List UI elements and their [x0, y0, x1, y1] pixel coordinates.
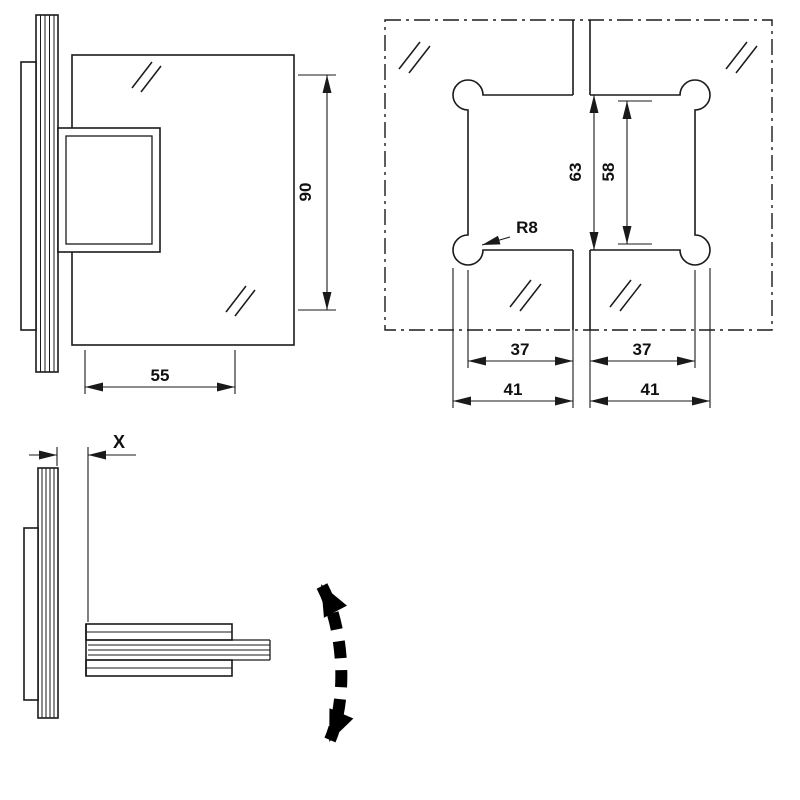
glass-symbol	[131, 61, 162, 93]
glass-symbol	[225, 285, 256, 317]
side-view: 90 55	[20, 14, 336, 394]
dim-55-label: 55	[151, 366, 170, 385]
hinge-clamp-body	[57, 127, 161, 253]
cover-plate	[20, 61, 37, 331]
top-view-90deg: X	[23, 432, 354, 743]
dim-41-left-label: 41	[504, 380, 523, 399]
cover-plate	[23, 527, 39, 701]
dim-37-right-label: 37	[633, 340, 652, 359]
glass-gap-lines	[572, 20, 591, 330]
dimension-41-right: 41	[590, 380, 710, 406]
fixed-glass-edge	[35, 14, 59, 373]
radius-label: R8	[516, 218, 538, 237]
dimension-90: 90	[296, 74, 336, 311]
dimension-55: 55	[84, 350, 236, 394]
dimension-63: 63	[566, 95, 599, 250]
glass-symbol	[509, 279, 542, 312]
radius-callout: R8	[481, 218, 538, 246]
dim-x-label: X	[113, 432, 125, 452]
dim-37-left-label: 37	[511, 340, 530, 359]
glass-symbol	[398, 41, 431, 74]
dimension-58: 58	[599, 100, 652, 245]
dimension-41-left: 41	[453, 380, 573, 406]
dim-90-label: 90	[296, 183, 315, 202]
swing-direction-arrow	[316, 583, 354, 743]
fixed-glass-edge	[37, 467, 59, 719]
glass-symbol	[609, 279, 642, 312]
extension-lines	[452, 268, 711, 408]
dim-41-right-label: 41	[641, 380, 660, 399]
dim-58-label: 58	[599, 163, 618, 182]
dimension-37-left: 37	[468, 340, 573, 366]
cutout-left-panel	[452, 79, 573, 266]
door-clamp-assembly	[85, 623, 271, 677]
dimension-37-right: 37	[590, 340, 695, 366]
dimension-x: X	[29, 432, 136, 622]
glass-boundary	[384, 19, 773, 331]
cutout-right-panel	[590, 79, 711, 266]
dim-63-label: 63	[566, 163, 585, 182]
front-view: 63 58 R8 37 37	[384, 19, 773, 408]
door-glass-edge	[88, 639, 271, 661]
glass-symbol	[725, 41, 758, 74]
